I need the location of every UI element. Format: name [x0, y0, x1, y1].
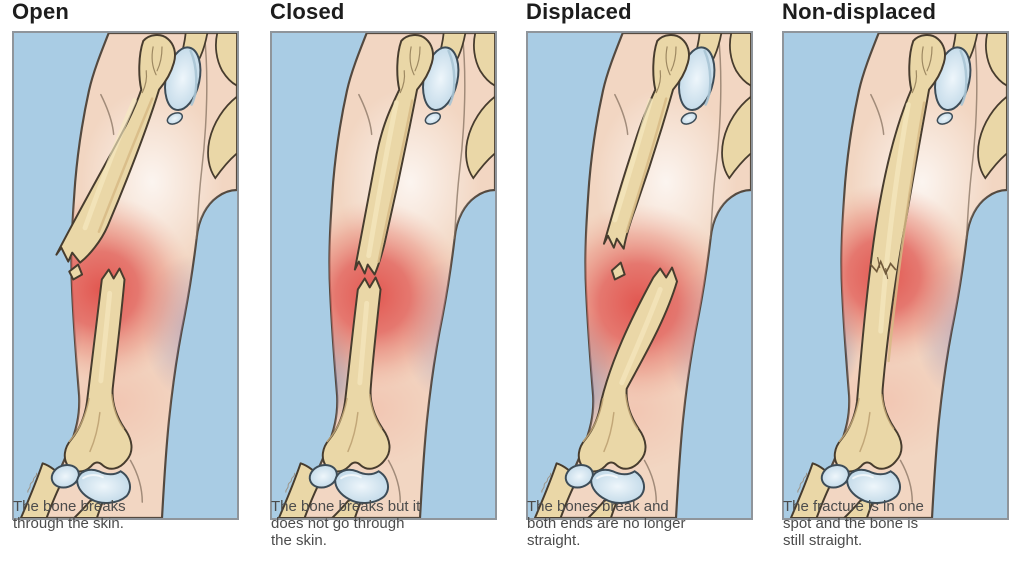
panel-caption-non-displaced: The fracture is in one spot and the bone… [783, 498, 924, 549]
arm-fracture-graphic [784, 33, 1007, 518]
arm-illustration-open [12, 31, 239, 520]
arm-illustration-closed [270, 31, 497, 520]
arm-illustration-non-displaced [782, 31, 1009, 520]
panel-displaced: Displaced The bones break and both ends … [526, 0, 753, 549]
panel-caption-open: The bone breaks through the skin. [13, 498, 126, 532]
arm-fracture-graphic [528, 33, 751, 518]
panel-open: Open The bone breaks through the skin. [12, 0, 239, 532]
panel-closed: Closed The bone breaks but it does not g… [270, 0, 497, 549]
panel-title-open: Open [12, 0, 70, 24]
arm-illustration-displaced [526, 31, 753, 520]
panel-title-closed: Closed [270, 0, 345, 24]
arm-fracture-graphic [272, 33, 495, 518]
panel-caption-displaced: The bones break and both ends are no lon… [527, 498, 686, 549]
panel-non-displaced: Non-displaced The fracture is in one spo… [782, 0, 1009, 549]
arm-fracture-graphic [14, 33, 237, 518]
panel-title-non-displaced: Non-displaced [782, 0, 937, 24]
panel-title-displaced: Displaced [526, 0, 632, 24]
panel-caption-closed: The bone breaks but it does not go throu… [271, 498, 421, 549]
